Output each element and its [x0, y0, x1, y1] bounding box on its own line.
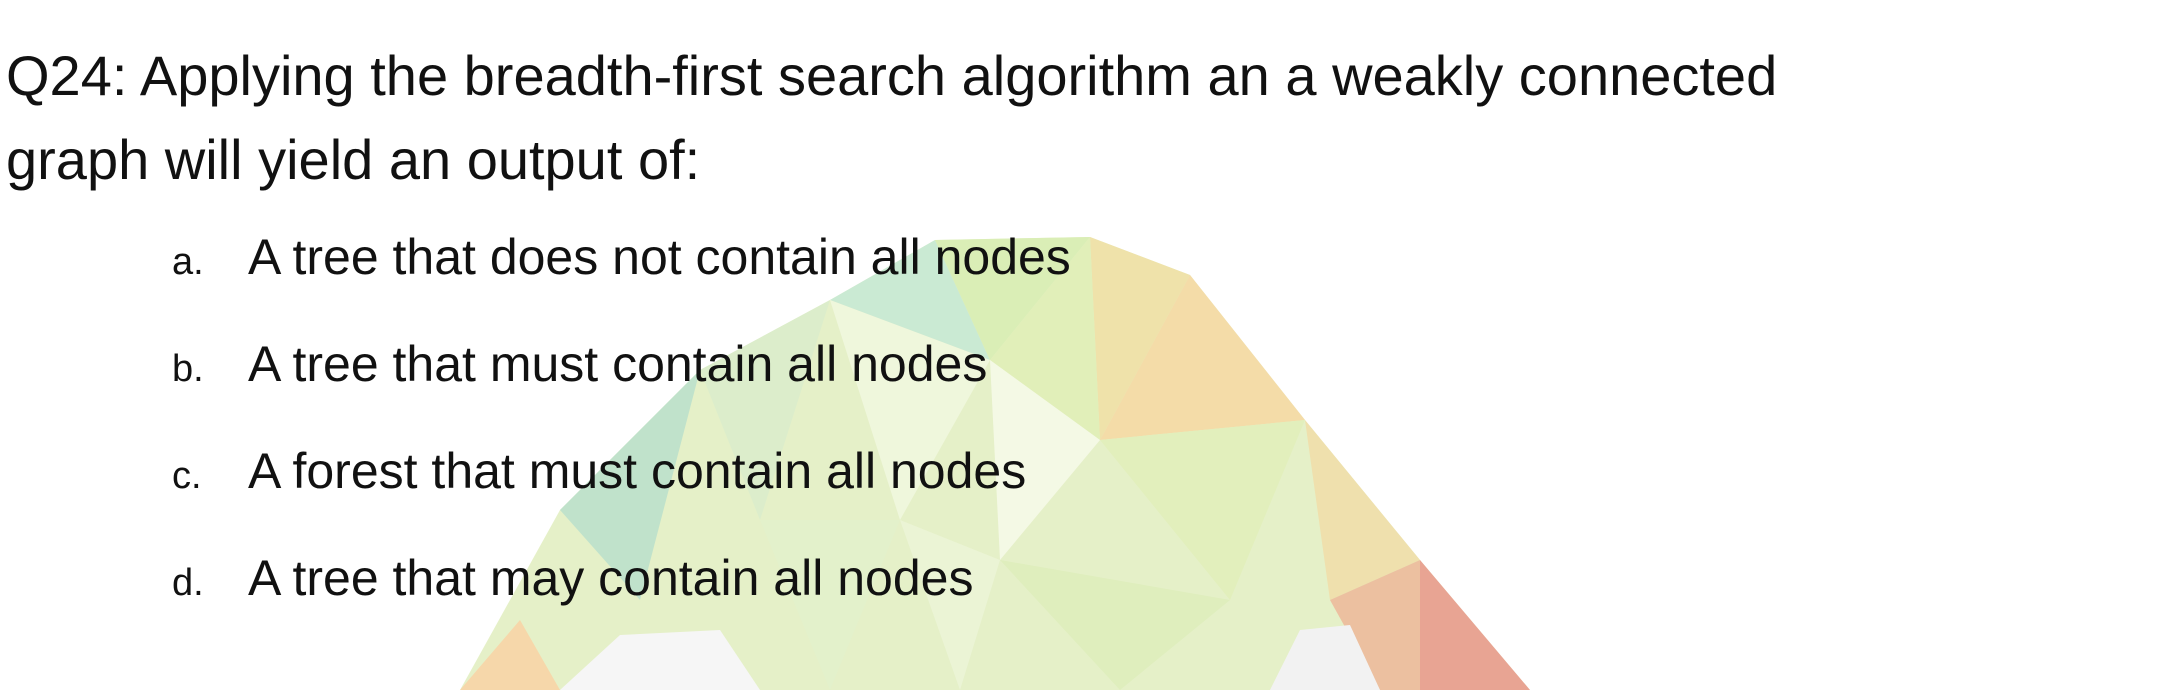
gem-facet — [760, 520, 900, 690]
gem-facet — [1270, 625, 1380, 690]
question-text: Q24: Applying the breadth-first search a… — [6, 44, 1778, 191]
gem-facet — [1000, 560, 1230, 690]
gem-facet — [1420, 560, 1530, 690]
gem-facet — [1090, 237, 1190, 440]
gem-facet — [935, 237, 1090, 360]
gem-facet — [830, 240, 990, 360]
answer-option-d[interactable]: d. A tree that may contain all nodes — [172, 549, 1071, 656]
answer-option-b[interactable]: b. A tree that must contain all nodes — [172, 335, 1071, 442]
gem-facet — [1305, 420, 1420, 600]
gem-facet — [1330, 560, 1420, 690]
option-text: A tree that does not contain all nodes — [248, 229, 1071, 285]
gem-facet — [1100, 420, 1305, 600]
option-letter: a. — [172, 241, 204, 283]
option-text: A tree that may contain all nodes — [248, 550, 974, 606]
answer-option-a[interactable]: a. A tree that does not contain all node… — [172, 228, 1071, 335]
gem-facet — [830, 300, 990, 520]
option-letter: b. — [172, 348, 204, 390]
option-text: A tree that must contain all nodes — [248, 336, 988, 392]
gem-outline — [460, 237, 1530, 690]
gem-facet — [560, 630, 760, 690]
answer-options-list: a. A tree that does not contain all node… — [172, 228, 1071, 656]
option-letter: d. — [172, 562, 204, 604]
option-text: A forest that must contain all nodes — [248, 443, 1027, 499]
option-letter: c. — [172, 455, 202, 497]
gem-facet — [700, 300, 830, 520]
gem-facet — [460, 620, 560, 690]
answer-option-c[interactable]: c. A forest that must contain all nodes — [172, 442, 1071, 549]
gem-facet — [990, 360, 1100, 560]
gem-facet — [990, 237, 1100, 440]
gem-facet — [560, 370, 700, 600]
gem-facet — [900, 520, 1000, 690]
gem-facet — [1100, 275, 1305, 440]
